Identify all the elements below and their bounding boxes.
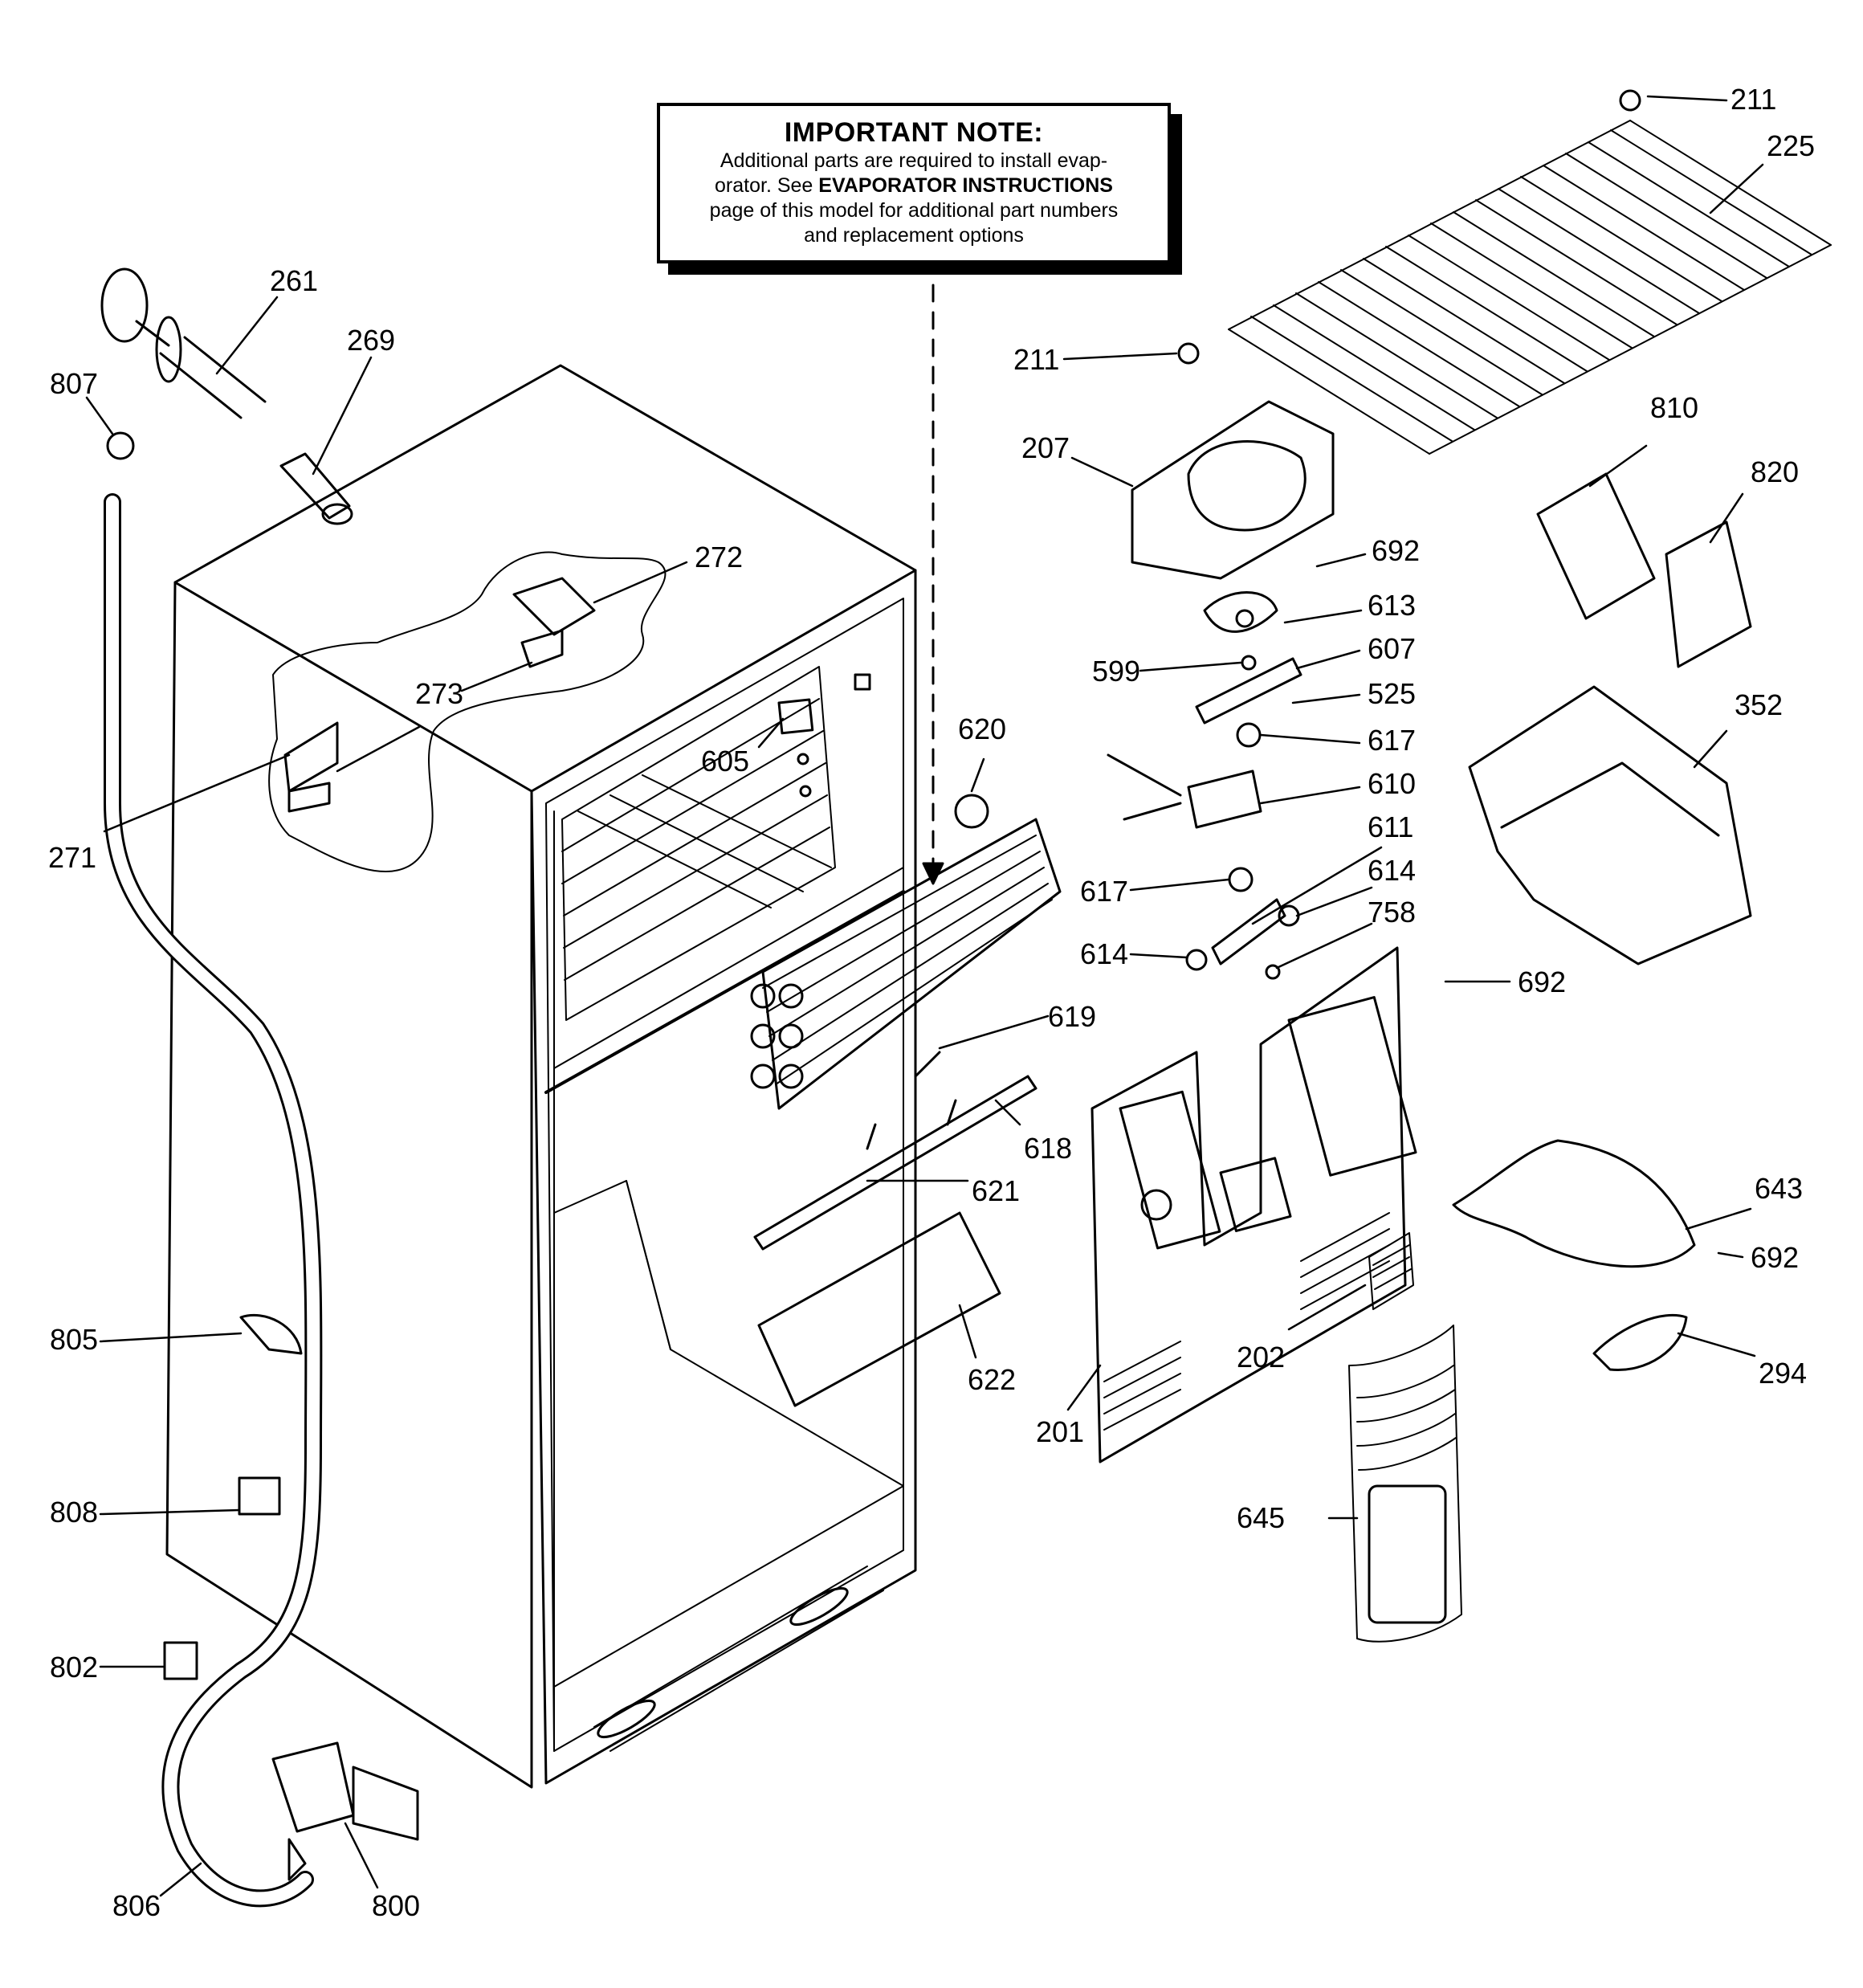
- callout-758: 758: [1368, 896, 1417, 929]
- callout-692: 692: [1372, 534, 1421, 567]
- drain-trough: [757, 1211, 1001, 1407]
- callout-802: 802: [50, 1651, 99, 1684]
- callout-643: 643: [1755, 1172, 1804, 1205]
- callout-808: 808: [50, 1496, 99, 1529]
- callout-211: 211: [1731, 83, 1777, 116]
- fill-tube-assembly: [100, 267, 353, 525]
- callout-271: 271: [48, 841, 97, 874]
- callout-211: 211: [1013, 343, 1060, 376]
- cord-wrap-271: [283, 721, 339, 813]
- callout-269: 269: [347, 324, 396, 357]
- clip-808: [238, 1476, 281, 1516]
- leader-lines: [85, 95, 1764, 1897]
- note-title: IMPORTANT NOTE:: [784, 117, 1044, 148]
- water-valve: [271, 1741, 419, 1881]
- callout-618: 618: [1024, 1132, 1073, 1165]
- evaporator-cover: [1090, 946, 1407, 1463]
- callout-806: 806: [112, 1889, 161, 1922]
- callout-692: 692: [1518, 965, 1567, 998]
- grommet-614a: [1185, 949, 1208, 971]
- callout-810: 810: [1650, 391, 1699, 424]
- callout-805: 805: [50, 1323, 99, 1356]
- bracket-607: [1195, 657, 1302, 725]
- callout-273: 273: [415, 677, 464, 710]
- grommet-617a: [1236, 722, 1262, 748]
- callout-807: 807: [50, 367, 99, 400]
- callout-613: 613: [1368, 589, 1417, 622]
- screw-758: [1265, 964, 1281, 980]
- callout-525: 525: [1368, 677, 1417, 710]
- callout-605: 605: [701, 745, 750, 778]
- evaporator: [750, 818, 1062, 1110]
- wire-shelf: [1228, 120, 1832, 455]
- callout-800: 800: [372, 1889, 421, 1922]
- shroud-645: [1348, 1325, 1462, 1643]
- important-note-box: IMPORTANT NOTE: Additional parts are req…: [657, 103, 1171, 263]
- callout-610: 610: [1368, 767, 1417, 800]
- callout-614: 614: [1080, 937, 1129, 970]
- refrigerator-cabinet: [165, 364, 917, 1789]
- grommet-617b: [1228, 867, 1254, 892]
- callout-621: 621: [972, 1174, 1021, 1207]
- callout-619: 619: [1048, 1000, 1097, 1033]
- callout-207: 207: [1021, 431, 1070, 464]
- shelf-stud-211-left: [1177, 342, 1200, 365]
- note-line-3: page of this model for additional part n…: [709, 199, 1119, 222]
- fan-motor: [1107, 753, 1262, 829]
- callout-611: 611: [1368, 810, 1414, 843]
- callout-820: 820: [1751, 455, 1800, 488]
- note-line-2-text: orator. See: [715, 174, 819, 197]
- cord-wrap-272: [512, 577, 596, 668]
- defrost-heater: [753, 1075, 1037, 1251]
- callout-607: 607: [1368, 632, 1417, 665]
- ice-bucket: [1468, 685, 1752, 965]
- callout-225: 225: [1767, 129, 1816, 162]
- callout-599: 599: [1092, 655, 1141, 688]
- callout-645: 645: [1237, 1501, 1286, 1534]
- nut-599: [1241, 655, 1257, 671]
- front-cover-643: [1452, 1139, 1696, 1268]
- note-line-2: orator. See EVAPORATOR INSTRUCTIONS: [660, 173, 1168, 198]
- callout-617: 617: [1368, 724, 1417, 757]
- callout-622: 622: [968, 1363, 1017, 1396]
- grille-202: [1368, 1232, 1414, 1310]
- clip-807: [106, 431, 135, 460]
- ice-maker: [1536, 472, 1752, 668]
- callout-352: 352: [1735, 688, 1784, 721]
- fan-bracket: [1131, 400, 1335, 580]
- cover-294: [1592, 1313, 1688, 1372]
- clip-802: [163, 1641, 198, 1680]
- callout-294: 294: [1759, 1357, 1808, 1390]
- bracket-611: [1211, 898, 1286, 965]
- callout-201: 201: [1036, 1415, 1085, 1448]
- cap-620: [954, 794, 989, 829]
- callout-202: 202: [1237, 1341, 1286, 1374]
- fan-blade: [1203, 591, 1278, 633]
- callout-692: 692: [1751, 1241, 1800, 1274]
- note-emphasis: EVAPORATOR INSTRUCTIONS: [818, 174, 1113, 197]
- clip-805: [239, 1313, 303, 1355]
- callout-620: 620: [958, 712, 1007, 745]
- shelf-stud-211-top: [1619, 89, 1641, 112]
- note-line-1: Additional parts are required to install…: [720, 149, 1108, 172]
- callout-272: 272: [695, 541, 744, 574]
- note-line-4: and replacement options: [804, 224, 1024, 247]
- callout-614: 614: [1368, 854, 1417, 887]
- grommet-614b: [1278, 904, 1300, 927]
- callout-617: 617: [1080, 875, 1129, 908]
- callout-261: 261: [270, 264, 319, 297]
- cord-outline: [268, 551, 667, 873]
